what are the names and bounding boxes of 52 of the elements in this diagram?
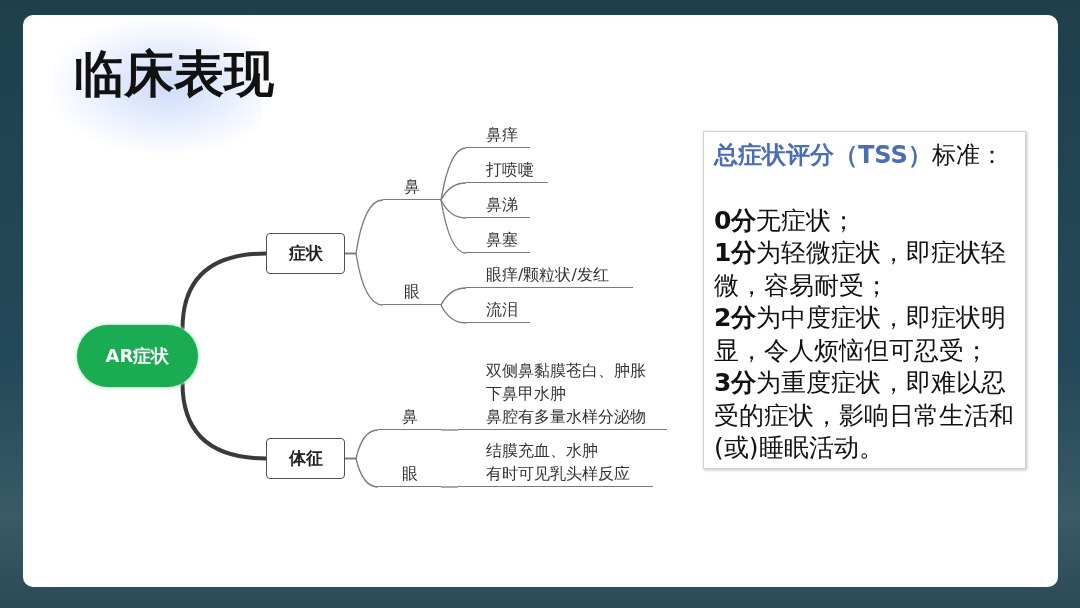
criteria-text: 3分为重度症状，即难以忍受的症状，影响日常生活和(或)睡眠活动。 xyxy=(714,367,1015,464)
connector-line xyxy=(440,182,467,201)
topic-label: 眼痒/颗粒状/发红 xyxy=(486,264,609,286)
topic-label: 鼻 xyxy=(401,406,418,428)
topic-label: 鼻腔有多量水样分泌物 xyxy=(486,406,646,428)
connector-line xyxy=(440,287,467,306)
root-topic-pill xyxy=(77,325,198,387)
underlined-topic xyxy=(466,194,530,218)
underlined-topic xyxy=(466,264,633,288)
connector-line xyxy=(344,252,384,306)
topic-label: 眼 xyxy=(401,463,418,485)
connector-line xyxy=(180,251,267,330)
underlined-topic xyxy=(458,440,653,487)
panel-heading: 总症状评分（TSS）标准： xyxy=(714,140,1005,171)
connector-line xyxy=(180,382,267,461)
underlined-topic xyxy=(383,281,441,305)
connector-line xyxy=(344,457,379,488)
topic-label: 体征 xyxy=(288,447,323,470)
underlined-topic xyxy=(378,406,441,430)
underlined-topic xyxy=(466,299,530,323)
underlined-topic xyxy=(383,176,441,200)
topic-label: 眼 xyxy=(404,281,420,303)
underlined-topic xyxy=(378,463,441,487)
topic-label: 流泪 xyxy=(486,299,518,321)
topic-label: 结膜充血、水肿 xyxy=(486,440,598,462)
title: 临床表现 xyxy=(74,44,274,104)
topic-label: 打喷嚏 xyxy=(486,159,534,181)
topic-label: 鼻痒 xyxy=(486,124,518,146)
topic-label: 双侧鼻黏膜苍白、肿胀 xyxy=(486,360,646,382)
underlined-topic xyxy=(466,229,530,253)
topic-box xyxy=(266,438,345,479)
underlined-topic xyxy=(466,159,548,183)
connector-line xyxy=(440,199,467,219)
connector-line xyxy=(440,304,467,324)
connector-line xyxy=(440,486,459,488)
topic-label: 下鼻甲水肿 xyxy=(486,383,566,405)
topic-label: 有时可见乳头样反应 xyxy=(486,463,630,485)
topic-box xyxy=(266,233,345,274)
connector-line xyxy=(440,199,467,254)
underlined-topic xyxy=(458,360,667,430)
topic-label: 症状 xyxy=(288,242,323,265)
topic-label: 鼻 xyxy=(404,176,420,198)
connector-line xyxy=(440,147,467,201)
underlined-topic xyxy=(466,124,530,148)
scoring-criteria-panel xyxy=(703,131,1026,469)
topic-label: 鼻涕 xyxy=(486,194,518,216)
criteria-text: 1分为轻微症状，即症状轻微，容易耐受； xyxy=(714,237,1008,302)
connector-line xyxy=(440,429,459,431)
criteria-text: 0分无症状； xyxy=(714,204,858,237)
topic-label: AR症状 xyxy=(105,344,170,368)
criteria-text: 2分为中度症状，即症状明显，令人烦恼但可忍受； xyxy=(714,302,1008,367)
topic-label: 鼻塞 xyxy=(486,229,518,251)
